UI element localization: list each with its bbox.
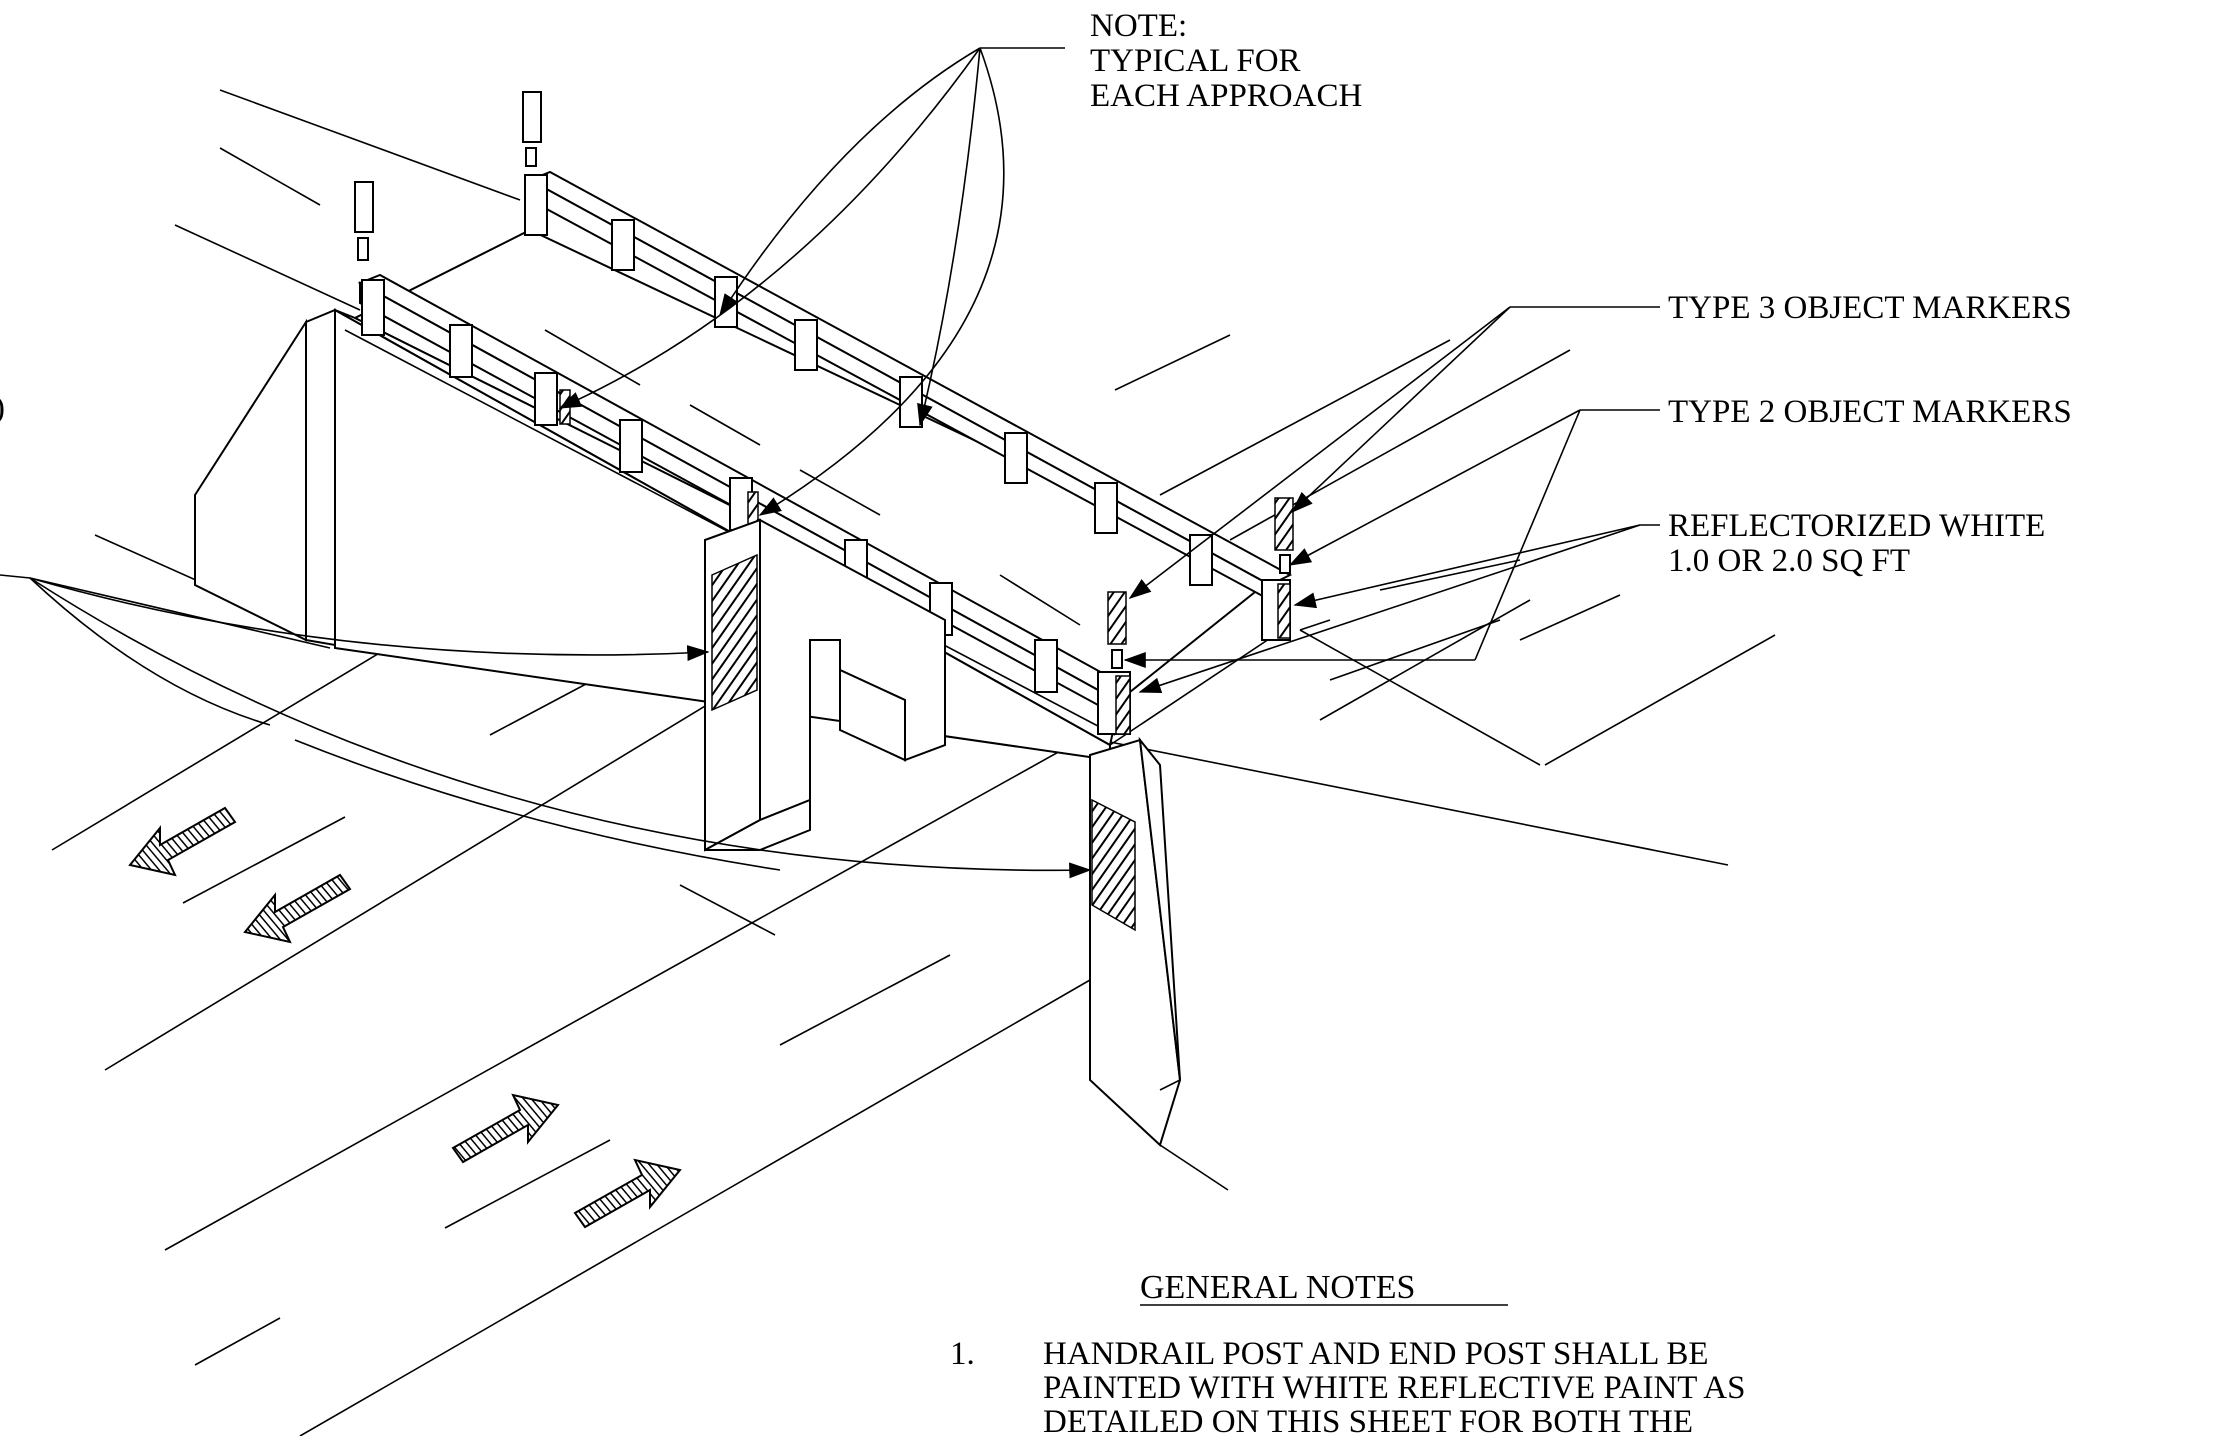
general-note-line-2: PAINTED WITH WHITE REFLECTIVE PAINT AS [1043, 1370, 1745, 1406]
arrow-left-icon-2 [243, 873, 352, 944]
note-heading: NOTE: [1090, 8, 1187, 44]
lane-arrows [128, 806, 682, 1229]
near-handrail [354, 181, 1131, 735]
arrow-left-icon-1 [128, 806, 237, 877]
general-note-line-3: DETAILED ON THIS SHEET FOR BOTH THE [1043, 1404, 1693, 1436]
note-block: NOTE: TYPICAL FOR EACH APPROACH [1090, 8, 1362, 114]
type3-object-marker-near-right [1107, 591, 1127, 645]
left-edge-fragment: ) [0, 390, 5, 426]
leader-lines [0, 47, 1660, 879]
general-note-number: 1. [950, 1336, 975, 1372]
type3-object-markers-label: TYPE 3 OBJECT MARKERS [1668, 290, 2072, 326]
note-line-1: TYPICAL FOR [1090, 43, 1301, 79]
type3-object-marker-near-left [354, 181, 374, 233]
general-notes-title: GENERAL NOTES [1140, 1269, 1415, 1306]
note-line-2: EACH APPROACH [1090, 78, 1362, 114]
callout-labels: TYPE 3 OBJECT MARKERS TYPE 2 OBJECT MARK… [0, 290, 2072, 579]
type3-object-marker-far-right [1274, 497, 1294, 551]
reflectorized-label-line-2: 1.0 OR 2.0 SQ FT [1668, 543, 1910, 579]
type2-object-markers-label: TYPE 2 OBJECT MARKERS [1668, 394, 2072, 430]
general-note-line-1: HANDRAIL POST AND END POST SHALL BE [1043, 1336, 1709, 1372]
arrow-right-icon-2 [573, 1158, 682, 1229]
far-handrail [522, 91, 1294, 641]
roadway-lines [29, 89, 1776, 1436]
arrow-right-icon-1 [451, 1093, 560, 1164]
pier-hazard-marker [711, 553, 758, 712]
abutment-hazard-marker [1091, 798, 1136, 932]
right-abutment [1089, 736, 1229, 1191]
type3-object-marker-far-left [522, 91, 542, 143]
general-notes: GENERAL NOTES 1. HANDRAIL POST AND END P… [950, 1269, 1745, 1436]
reflectorized-label-line-1: REFLECTORIZED WHITE [1668, 508, 2045, 544]
center-pier [704, 518, 946, 852]
